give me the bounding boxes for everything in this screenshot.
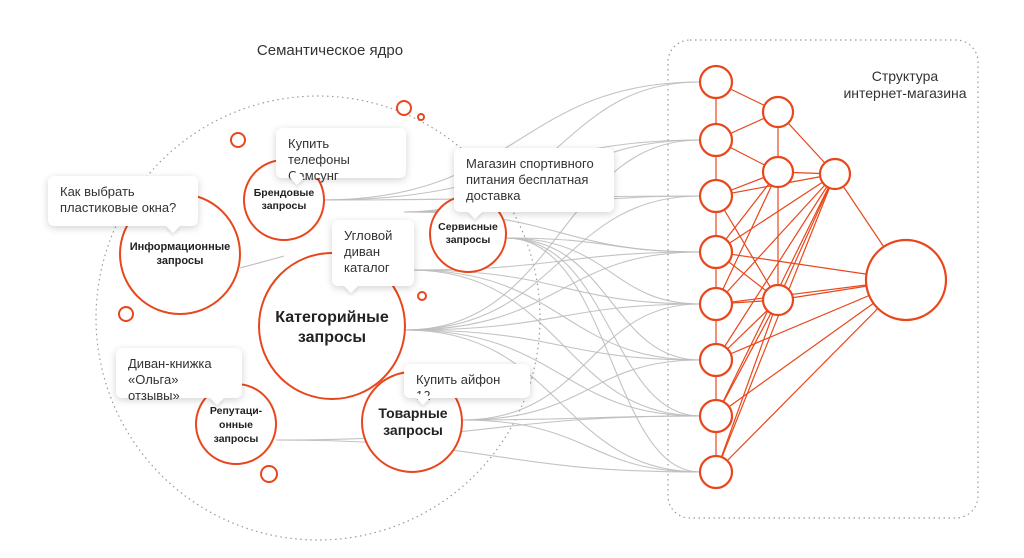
network-node-left-4: [698, 234, 734, 270]
connection-line-16: [404, 329, 701, 361]
structure-title: Структура интернет-магазина: [843, 68, 967, 101]
connection-line-23: [461, 303, 701, 421]
network-edge-17: [715, 299, 779, 473]
network-edge-18: [715, 171, 779, 305]
network-nodes: [698, 64, 948, 490]
example-bubble-category: Угловой диван каталог: [332, 220, 414, 294]
network-node-left-6: [698, 342, 734, 378]
connection-line-17: [404, 329, 701, 417]
connection-line-18: [404, 329, 701, 473]
connection-line-13: [404, 195, 701, 331]
network-edge-25: [715, 173, 836, 253]
decorative-circle-3: [417, 113, 425, 121]
example-bubble-brand: Купить телефоны Самсунг: [276, 128, 406, 186]
semantic-core-title: Семантическое ядро: [256, 42, 404, 59]
connection-line-7: [505, 237, 701, 253]
connection-line-21: [409, 269, 701, 361]
example-text-category: Угловой диван каталог: [344, 228, 393, 275]
semantic-core-boundary: [95, 95, 541, 541]
example-bubble-product: Купить айфон 12: [404, 364, 530, 406]
example-bubble-service: Магазин спортивного питания бесплатная д…: [454, 148, 614, 220]
network-node-mid-3: [761, 283, 795, 317]
network-edge-23: [777, 173, 836, 301]
decorative-circle-5: [417, 291, 427, 301]
connection-line-29: [239, 255, 285, 269]
network-node-left-1: [698, 64, 734, 100]
network-edge-26: [715, 173, 836, 305]
network-edge-16: [715, 299, 779, 417]
category-label-info: Информационные запросы: [129, 241, 231, 267]
network-node-left-3: [698, 178, 734, 214]
connection-line-11: [505, 237, 701, 473]
decorative-circle-1: [230, 132, 246, 148]
decorative-circle-4: [118, 306, 134, 322]
network-edge-12: [715, 195, 779, 301]
network-node-left-8: [698, 454, 734, 490]
connection-line-27: [275, 415, 701, 441]
network-node-big: [864, 238, 948, 322]
connection-line-28: [275, 439, 701, 473]
example-bubble-info: Как выбрать пластиковые окна?: [48, 176, 198, 234]
structure-boundary: [667, 39, 979, 519]
connection-line-10: [505, 237, 701, 417]
example-text-reputation: Диван-книжка «Ольга» отзывы»: [128, 356, 212, 403]
network-node-mid-2: [761, 155, 795, 189]
network-node-left-2: [698, 122, 734, 158]
connection-line-9: [505, 237, 701, 361]
connection-line-8: [505, 237, 701, 305]
category-label-brand: Брендовые запросы: [253, 187, 315, 212]
network-edge-29: [715, 173, 836, 473]
network-edge-27: [715, 173, 836, 361]
network-edge-36: [715, 279, 907, 473]
category-label-service: Сервисные запросы: [438, 221, 498, 246]
example-text-service: Магазин спортивного питания бесплатная д…: [466, 156, 594, 203]
decorative-circle-6: [260, 465, 278, 483]
example-bubble-reputation: Диван-книжка «Ольга» отзывы»: [116, 348, 242, 406]
category-label-product: Товарные запросы: [378, 405, 448, 438]
network-node-mid-1: [761, 95, 795, 129]
decorative-circle-2: [396, 100, 412, 116]
connection-line-12: [404, 139, 701, 331]
category-label-reputation: Репутаци- онные запросы: [209, 405, 263, 445]
example-text-info: Как выбрать пластиковые окна?: [60, 184, 177, 215]
network-node-left-5: [698, 286, 734, 322]
connection-line-22: [409, 269, 701, 417]
decorative-circles: [118, 100, 427, 483]
example-text-brand: Купить телефоны Самсунг: [288, 136, 350, 183]
connection-line-0: [321, 81, 701, 201]
connection-line-15: [404, 303, 701, 331]
category-label-category: Категорийные запросы: [275, 309, 389, 346]
network-node-left-7: [698, 398, 734, 434]
connection-line-14: [404, 251, 701, 331]
connection-line-24: [461, 359, 701, 421]
connection-line-26: [461, 419, 701, 473]
network-node-right-1: [818, 157, 852, 191]
